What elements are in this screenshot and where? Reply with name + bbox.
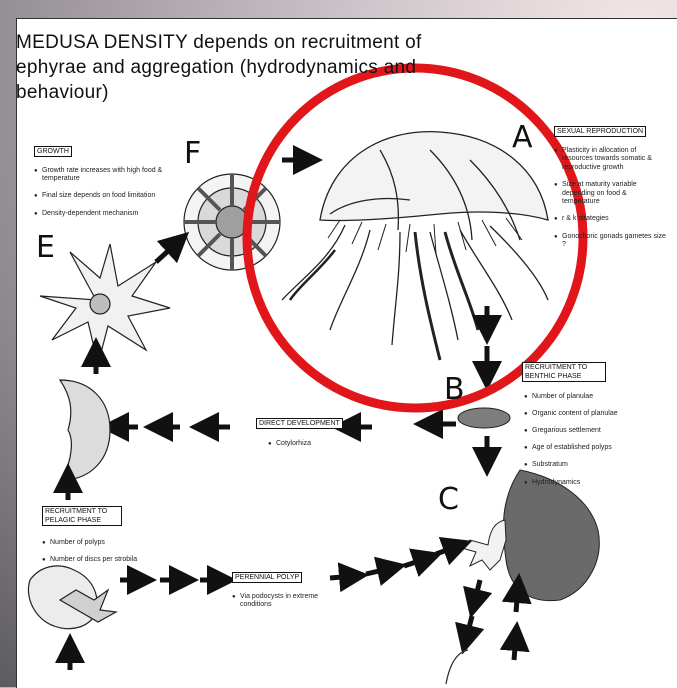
direct-development-box: DIRECT DEVELOPMENT [256,418,343,429]
recruitment-pelagic-box: RECRUITMENT TO PELAGIC PHASE [42,506,122,526]
perennial-polyp-notes: Via podocysts in extreme conditions [232,584,342,618]
sexual-note: Size at maturity variable depending on f… [554,181,666,207]
benthic-note: Age of established polyps [524,444,644,453]
benthic-note: Hydrodynamics [524,479,644,488]
growth-note: Final size depends on food limitation [34,192,174,201]
stage-label-e: E [36,230,55,265]
benthic-note: Number of planulae [524,393,644,402]
growth-box: GROWTH [34,146,72,157]
stage-label-a: A [512,120,533,155]
perennial-note: Via podocysts in extreme conditions [232,593,342,610]
growth-note: Density-dependent mechanism [34,210,174,219]
page-title: MEDUSA DENSITY depends on recruitment of… [16,30,486,105]
sexual-reproduction-box: SEXUAL REPRODUCTION [554,126,646,137]
sexual-reproduction-notes: Plasticity in allocation of resources to… [554,138,666,258]
benthic-note: Substratum [524,461,644,470]
recruitment-benthic-notes: Number of planulae Organic content of pl… [524,384,644,496]
strobila-illustration [60,380,110,480]
sexual-note: Gonochoric gonads gametes size ? [554,233,666,250]
young-medusa-illustration [184,174,280,270]
direct-development-notes: Cotylorhiza [268,431,358,457]
benthic-note: Gregarious settlement [524,427,644,436]
medusa-illustration [282,132,548,360]
sexual-note: r & k strategies [554,215,666,224]
pelagic-note: Number of polyps [42,539,152,548]
recruitment-pelagic-notes: Number of polyps Number of discs per str… [42,530,152,573]
perennial-polyp-box: PERENNIAL POLYP [232,572,302,583]
pelagic-note: Number of discs per strobila [42,556,152,565]
stage-label-c: C [438,482,459,517]
stage-label-b: B [444,372,465,407]
ephyra-illustration [40,244,170,364]
growth-notes: Growth rate increases with high food & t… [34,158,174,227]
growth-note: Growth rate increases with high food & t… [34,167,174,184]
direct-note: Cotylorhiza [268,440,358,449]
stage-label-f: F [184,136,201,171]
sexual-note: Plasticity in allocation of resources to… [554,147,666,173]
recruitment-benthic-box: RECRUITMENT TO BENTHIC PHASE [522,362,606,382]
polyp-cluster-illustration [28,566,116,629]
planula-illustration [458,408,510,428]
benthic-note: Organic content of planulae [524,410,644,419]
